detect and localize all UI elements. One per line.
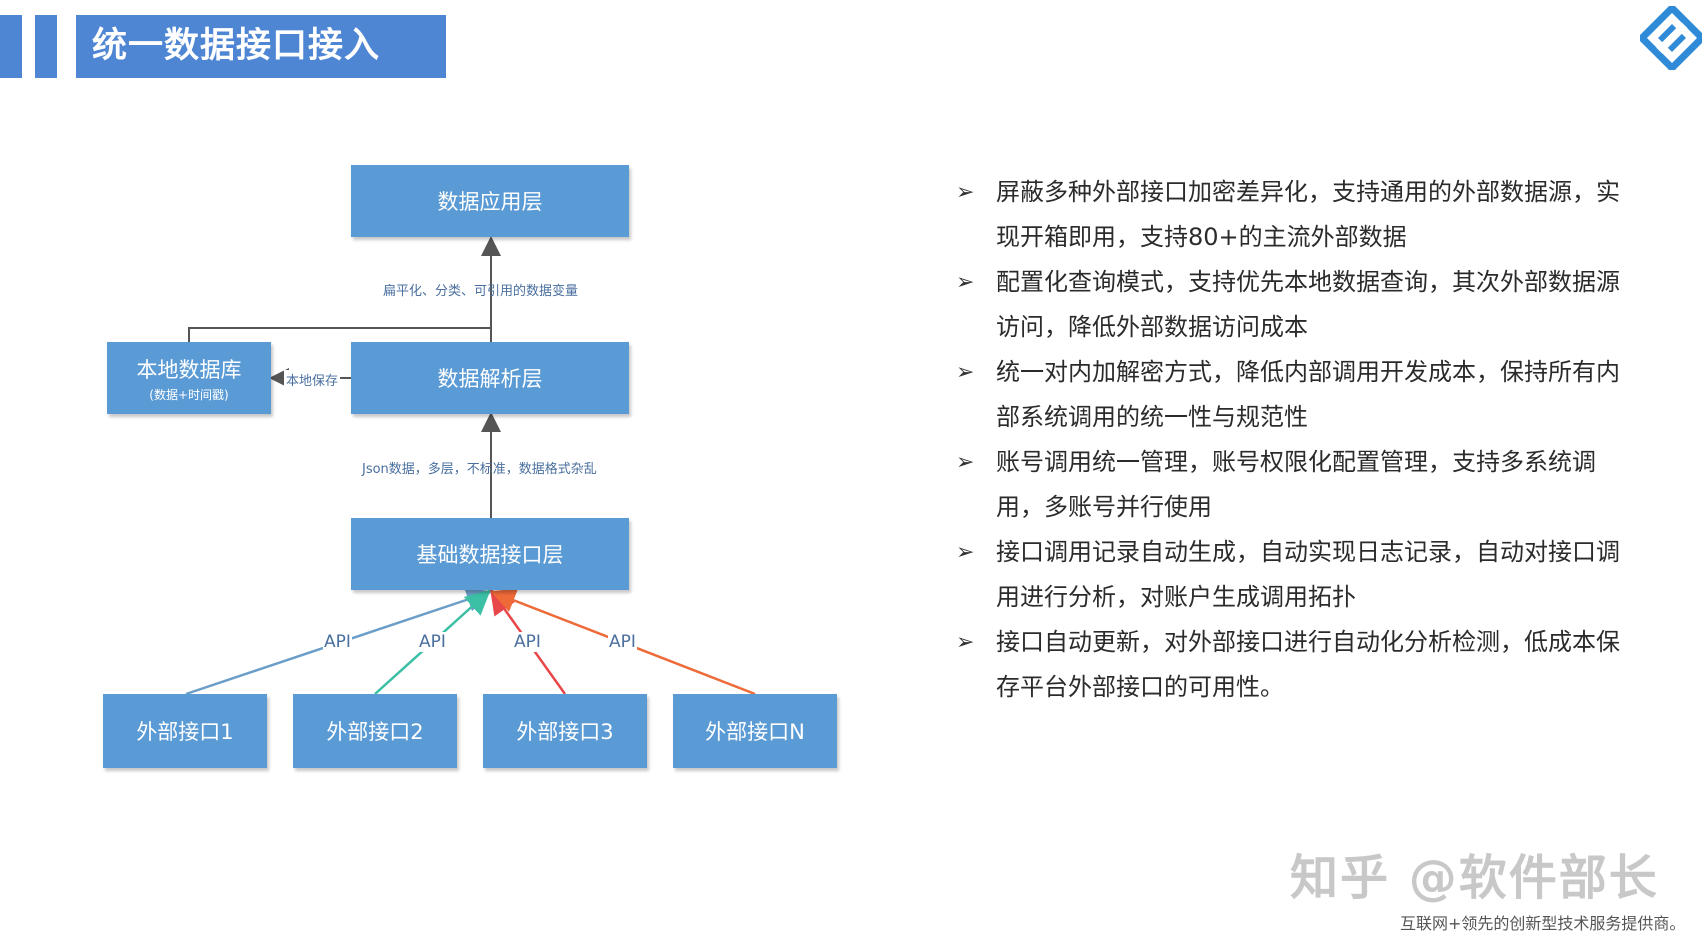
node-external-interface-2: 外部接口2 — [293, 694, 457, 768]
node-data-parse-layer-label: 数据解析层 — [437, 367, 543, 391]
node-data-app-layer-label: 数据应用层 — [437, 190, 543, 214]
node-external-interface-1-label: 外部接口1 — [136, 720, 234, 744]
feature-item: ➢ 统一对内加解密方式，降低内部调用开发成本，保持所有内部系统调用的统一性与规范性 — [950, 350, 1640, 440]
edge-label-base-to-parse: Json数据，多层，不标准，数据格式杂乱 — [362, 462, 597, 477]
feature-item-text: 接口调用记录自动生成，自动实现日志记录，自动对接口调用进行分析，对账户生成调用拓… — [996, 538, 1620, 611]
edge-label-parse-to-db: 本地保存 — [284, 370, 341, 389]
api-label-2: API — [418, 632, 447, 652]
edge-db-to-app — [188, 327, 491, 342]
feature-item: ➢ 配置化查询模式，支持优先本地数据查询，其次外部数据源访问，降低外部数据访问成本 — [950, 260, 1640, 350]
node-external-interface-3: 外部接口3 — [483, 694, 647, 768]
node-base-interface-layer: 基础数据接口层 — [351, 518, 629, 590]
node-local-database-label: 本地数据库 — [136, 357, 242, 382]
api-label-1: API — [323, 632, 352, 652]
node-external-interface-2-label: 外部接口2 — [326, 720, 424, 744]
node-external-interface-n-label: 外部接口N — [705, 720, 805, 744]
node-data-app-layer: 数据应用层 — [351, 165, 629, 237]
feature-item: ➢ 屏蔽多种外部接口加密差异化，支持通用的外部数据源，实现开箱即用，支持80+的主… — [950, 170, 1640, 260]
api-label-3: API — [513, 632, 542, 652]
feature-item-text: 账号调用统一管理，账号权限化配置管理，支持多系统调用，多账号并行使用 — [996, 448, 1596, 521]
feature-item: ➢ 接口自动更新，对外部接口进行自动化分析检测，低成本保存平台外部接口的可用性。 — [950, 620, 1640, 710]
header-deco-bar-1 — [0, 15, 22, 78]
node-external-interface-n: 外部接口N — [673, 694, 837, 768]
arrow-bullet-icon: ➢ — [956, 630, 975, 655]
company-logo-icon — [1640, 6, 1702, 70]
node-base-interface-layer-label: 基础数据接口层 — [416, 543, 564, 567]
node-local-database-sub: (数据+时间戳) — [149, 387, 229, 402]
architecture-diagram: 数据应用层 数据解析层 本地数据库 (数据+时间戳) 基础数据接口层 外部接口1… — [103, 165, 837, 768]
node-external-interface-3-label: 外部接口3 — [516, 720, 614, 744]
feature-item-text: 屏蔽多种外部接口加密差异化，支持通用的外部数据源，实现开箱即用，支持80+的主流… — [996, 178, 1620, 251]
node-external-interface-1: 外部接口1 — [103, 694, 267, 768]
feature-item: ➢ 账号调用统一管理，账号权限化配置管理，支持多系统调用，多账号并行使用 — [950, 440, 1640, 530]
arrow-bullet-icon: ➢ — [956, 270, 975, 295]
edge-label-parse-to-app: 扁平化、分类、可引用的数据变量 — [383, 284, 579, 299]
arrow-bullet-icon: ➢ — [956, 180, 975, 205]
footer-tagline: 互联网+领先的创新型技术服务提供商。 — [1400, 914, 1686, 933]
arrow-bullet-icon: ➢ — [956, 450, 975, 475]
api-label-n: API — [608, 632, 637, 652]
arrow-bullet-icon: ➢ — [956, 360, 975, 385]
feature-list: ➢ 屏蔽多种外部接口加密差异化，支持通用的外部数据源，实现开箱即用，支持80+的主… — [950, 170, 1640, 710]
arrow-bullet-icon: ➢ — [956, 540, 975, 565]
node-local-database: 本地数据库 (数据+时间戳) — [107, 342, 271, 414]
feature-item-text: 配置化查询模式，支持优先本地数据查询，其次外部数据源访问，降低外部数据访问成本 — [996, 268, 1620, 341]
feature-item-text: 统一对内加解密方式，降低内部调用开发成本，保持所有内部系统调用的统一性与规范性 — [996, 358, 1620, 431]
node-data-parse-layer: 数据解析层 — [351, 342, 629, 414]
watermark: 知乎 @软件部长 — [1290, 850, 1659, 906]
feature-item-text: 接口自动更新，对外部接口进行自动化分析检测，低成本保存平台外部接口的可用性。 — [996, 628, 1620, 701]
feature-item: ➢ 接口调用记录自动生成，自动实现日志记录，自动对接口调用进行分析，对账户生成调用… — [950, 530, 1640, 620]
page-title: 统一数据接口接入 — [76, 15, 446, 78]
header-deco-bar-2 — [35, 15, 57, 78]
